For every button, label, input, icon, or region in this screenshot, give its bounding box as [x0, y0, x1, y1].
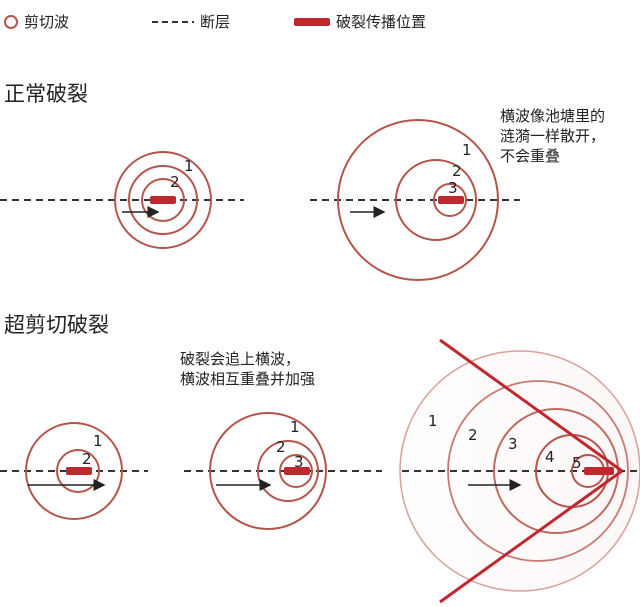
normal-panel-1 — [0, 151, 244, 249]
note-line: 横波像池塘里的 — [500, 107, 606, 125]
wave-label: 5 — [572, 454, 582, 472]
rupture-bar — [438, 196, 464, 204]
shear-wave-circle — [25, 422, 123, 520]
mach-front-lower — [439, 469, 623, 604]
shear-wave-circle — [493, 408, 619, 534]
note-line: 不会重叠 — [500, 147, 561, 165]
shear-wave-circle — [56, 449, 100, 493]
shear-wave-circle — [114, 151, 212, 249]
wave-label: 3 — [294, 453, 304, 471]
wave-label: 2 — [452, 162, 462, 180]
legend-rupture-position-label: 破裂传播位置 — [336, 13, 427, 31]
legend-fault-label: 断层 — [200, 13, 231, 31]
rupture-bar — [584, 467, 614, 475]
note-line: 涟漪一样散开， — [500, 127, 606, 145]
normal-note: 横波像池塘里的 涟漪一样散开， 不会重叠 — [500, 106, 605, 166]
rupture-bar — [150, 196, 176, 204]
shear-wave-circle — [395, 159, 477, 241]
rupture-bar — [66, 467, 92, 475]
normal-panel-2 — [310, 119, 520, 281]
shear-wave-circle — [209, 412, 327, 530]
wave-label: 3 — [508, 435, 518, 453]
supershear-panel-1 — [0, 422, 148, 520]
shear-wave-circle — [279, 454, 313, 488]
wave-label: 2 — [82, 450, 92, 468]
normal-rupture-title: 正常破裂 — [4, 82, 88, 106]
wave-label: 2 — [468, 426, 478, 444]
wave-label: 4 — [545, 448, 555, 466]
legend-shear-wave-label: 剪切波 — [24, 13, 70, 31]
supershear-rupture-title: 超剪切破裂 — [4, 313, 109, 337]
supershear-note: 破裂会追上横波， 横波相互重叠并加强 — [180, 349, 315, 389]
shear-wave-circle — [447, 380, 629, 562]
wave-label: 2 — [170, 173, 180, 191]
legend — [4, 15, 330, 29]
shear-wave-circle — [337, 119, 499, 281]
rupture-position-legend-icon — [294, 18, 330, 26]
mach-front-upper — [439, 338, 623, 473]
note-line: 横波相互重叠并加强 — [180, 370, 316, 388]
wave-label: 1 — [184, 157, 194, 175]
wave-label: 1 — [462, 141, 472, 159]
rupture-bar — [284, 467, 310, 475]
supershear-panel-3 — [399, 338, 640, 604]
supershear-panel-2 — [184, 412, 382, 530]
shear-wave-legend-icon — [4, 15, 18, 29]
wave-label: 1 — [290, 418, 300, 436]
shear-wave-circle — [257, 440, 319, 502]
shear-wave-circle — [141, 178, 185, 222]
shear-wave-circle — [433, 183, 467, 217]
wave-label: 3 — [448, 179, 458, 197]
wave-label: 1 — [428, 412, 438, 430]
wave-label: 1 — [93, 432, 103, 450]
note-line: 破裂会追上横波， — [180, 350, 301, 368]
wave-label: 2 — [276, 438, 286, 456]
shear-wave-circle — [399, 350, 640, 592]
shear-wave-circle — [128, 165, 198, 235]
